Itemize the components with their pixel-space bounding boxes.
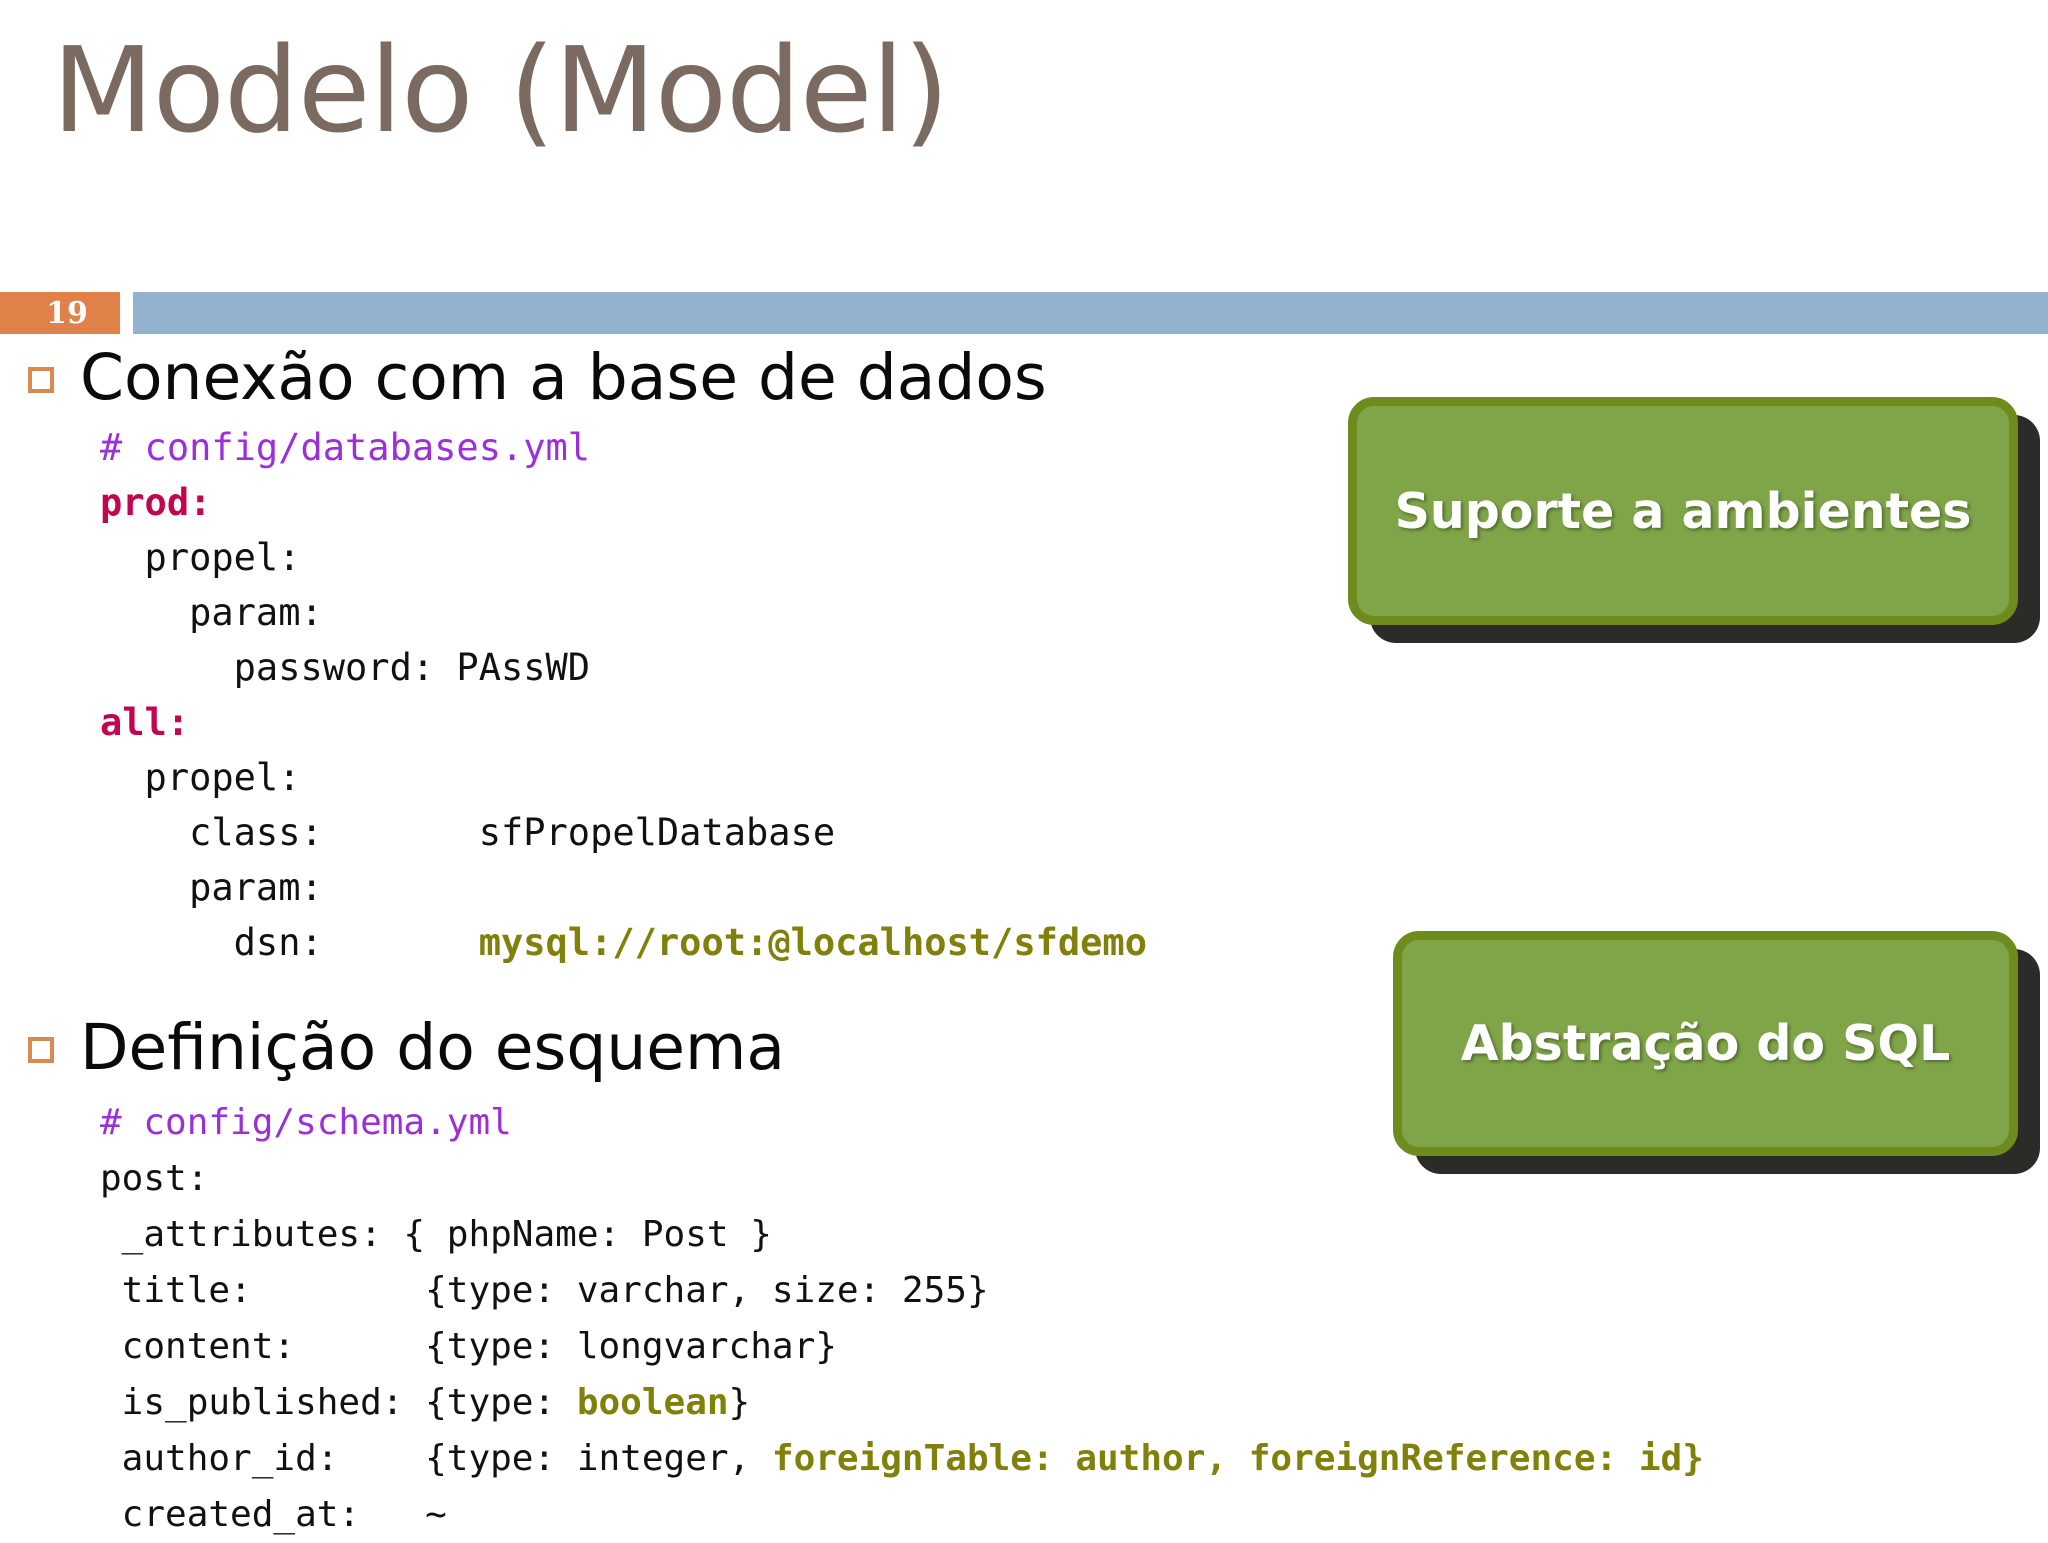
bullet-square-icon — [28, 367, 54, 393]
code-value-boolean: boolean — [576, 1382, 729, 1423]
code-comment-databases: # config/databases.yml — [100, 426, 591, 469]
callout-suporte-ambientes: Suporte a ambientes — [1348, 397, 2018, 625]
callout-abstracao-sql: Abstração do SQL — [1393, 931, 2018, 1156]
bullet-item-definicao: Definição do esquema — [28, 1011, 785, 1084]
bullet-label: Conexão com a base de dados — [80, 341, 1047, 414]
code-comment-schema: # config/schema.yml — [100, 1102, 512, 1143]
bullet-item-conexao: Conexão com a base de dados — [28, 341, 1047, 414]
slide-header-rule: 19 — [0, 292, 2048, 334]
code-key-prod: prod: — [100, 481, 212, 524]
code-value-foreign: foreignTable: author, foreignReference: … — [771, 1438, 1704, 1479]
code-block-schema-yml: # config/schema.yml post: _attributes: {… — [100, 1102, 1704, 1535]
bullet-square-icon — [28, 1037, 54, 1063]
code-value-dsn: mysql://root:@localhost/sfdemo — [478, 921, 1147, 964]
code-key-all: all: — [100, 701, 190, 744]
page-title: Modelo (Model) — [52, 21, 949, 159]
page-number-badge: 19 — [0, 292, 120, 334]
code-block-databases-yml: # config/databases.yml prod: propel: par… — [100, 426, 1147, 964]
bullet-label: Definição do esquema — [80, 1011, 785, 1084]
header-blue-bar — [133, 292, 2048, 334]
